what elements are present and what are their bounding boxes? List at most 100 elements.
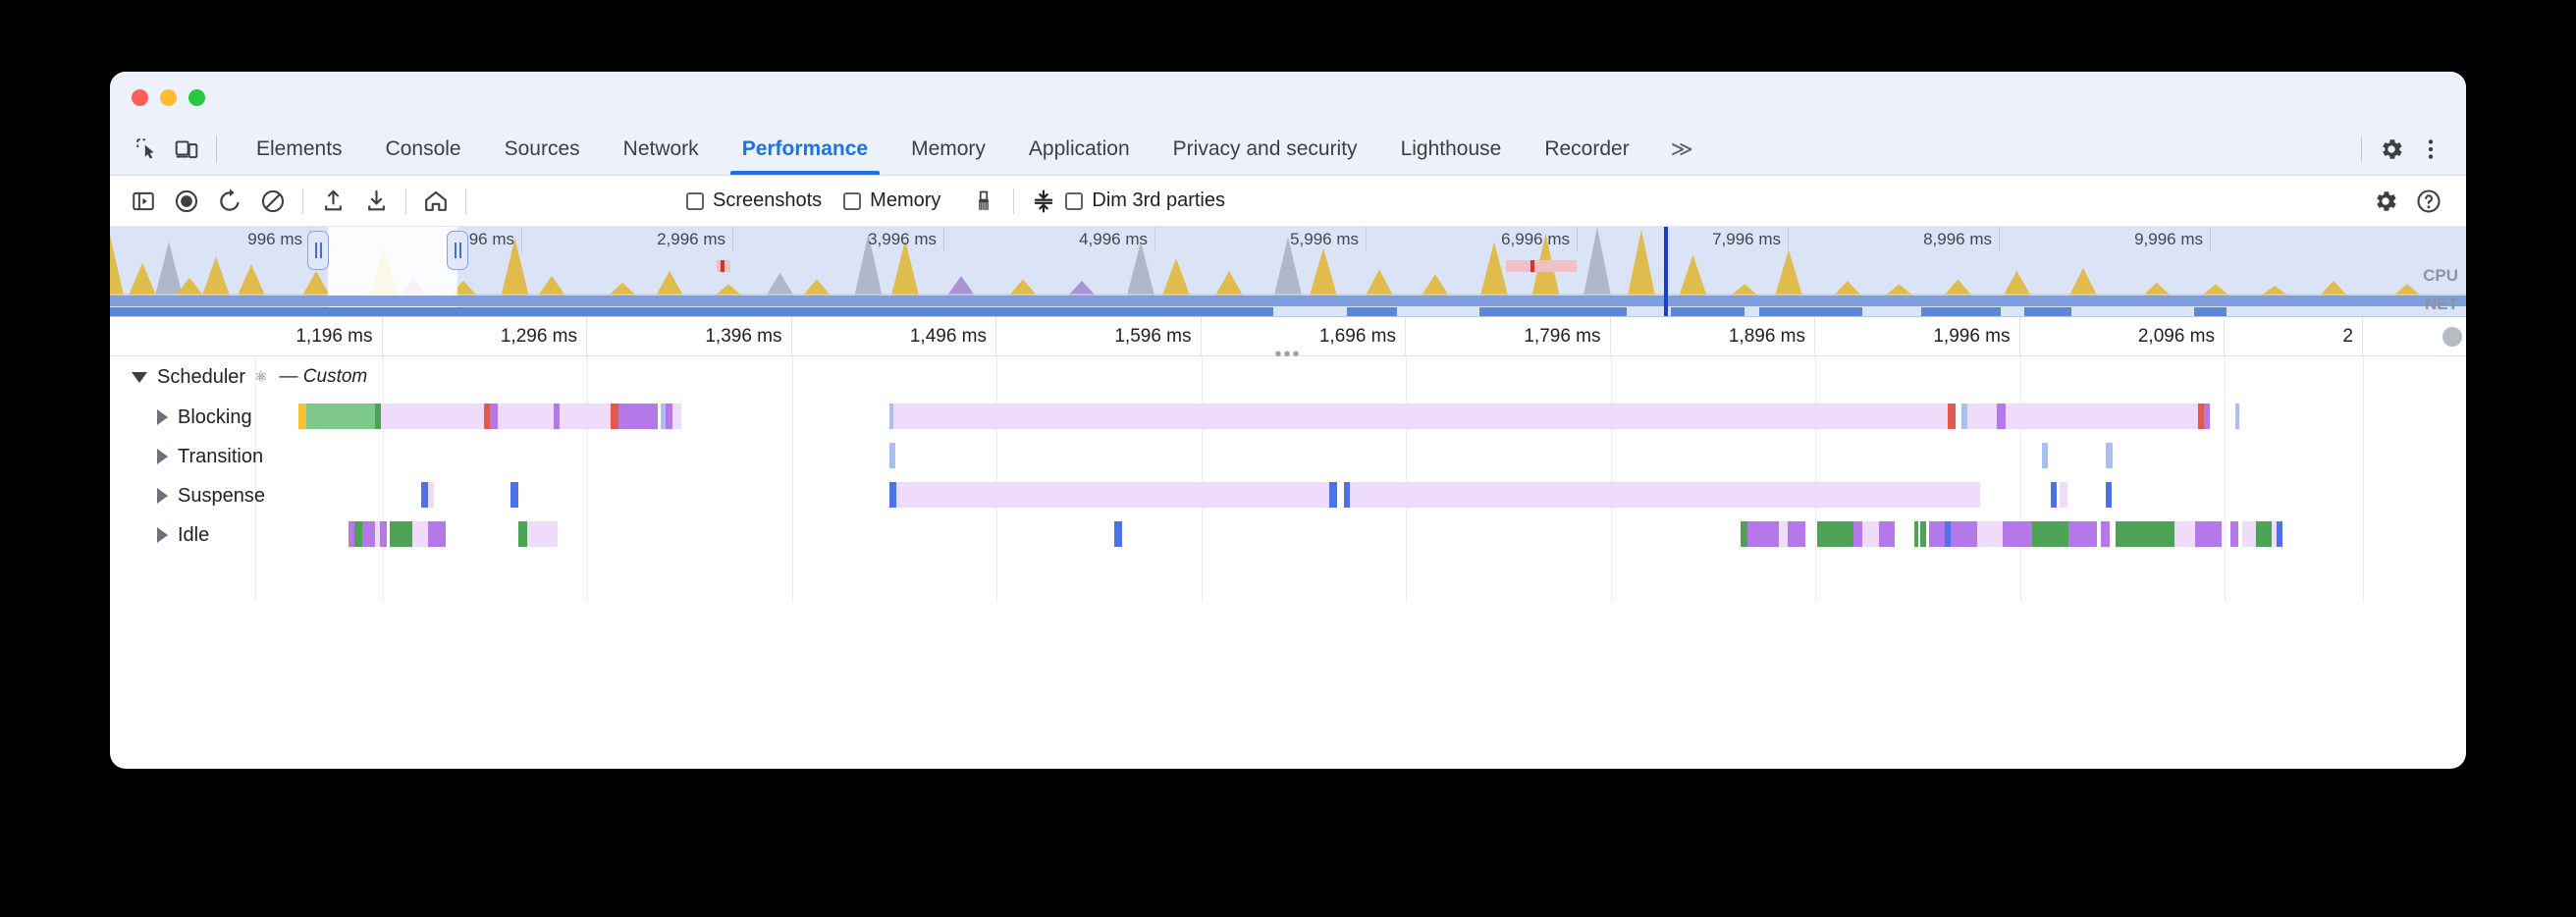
- overview-event-marker[interactable]: [1506, 260, 1577, 272]
- idle-event[interactable]: [411, 521, 428, 547]
- network-request-block[interactable]: [110, 307, 1273, 316]
- brush-icon[interactable]: [962, 182, 1005, 221]
- kebab-menu-icon[interactable]: [2411, 130, 2450, 169]
- idle-event[interactable]: [1878, 521, 1895, 547]
- record-circle-icon[interactable]: [165, 182, 208, 221]
- blocking-event[interactable]: [490, 404, 498, 429]
- blocking-event[interactable]: [2005, 404, 2198, 429]
- screenshots-checkbox[interactable]: Screenshots: [686, 189, 822, 212]
- dim-3rd-parties-checkbox-box[interactable]: [1065, 191, 1084, 210]
- network-request-block[interactable]: [1347, 307, 1397, 316]
- idle-event[interactable]: [1913, 521, 1918, 547]
- tab-memory[interactable]: Memory: [911, 136, 986, 160]
- idle-event[interactable]: [2116, 521, 2174, 547]
- idle-event[interactable]: [361, 521, 375, 547]
- overview-left-handle[interactable]: [307, 231, 329, 270]
- screenshots-checkbox-box[interactable]: [686, 191, 704, 210]
- horizontal-scrollbar-thumb[interactable]: [2442, 327, 2462, 347]
- transition-event[interactable]: [888, 443, 895, 468]
- tab-application[interactable]: Application: [1028, 136, 1130, 160]
- gear-icon[interactable]: [2364, 182, 2407, 221]
- idle-event[interactable]: [1951, 521, 1977, 547]
- blocking-event[interactable]: [553, 404, 560, 429]
- idle-event[interactable]: [1928, 521, 1945, 547]
- dim-3rd-parties-checkbox[interactable]: Dim 3rd parties: [1065, 189, 1225, 212]
- idle-event[interactable]: [1977, 521, 2003, 547]
- idle-event[interactable]: [2031, 521, 2068, 547]
- network-request-block[interactable]: [2024, 307, 2071, 316]
- idle-event[interactable]: [379, 521, 387, 547]
- blocking-event[interactable]: [1966, 404, 1997, 429]
- sidebar-item-idle[interactable]: Idle: [110, 515, 209, 555]
- idle-event[interactable]: [1919, 521, 1926, 547]
- idle-event[interactable]: [2002, 521, 2032, 547]
- network-request-block[interactable]: [2193, 307, 2227, 316]
- idle-event[interactable]: [2101, 521, 2110, 547]
- idle-event[interactable]: [375, 521, 380, 547]
- idle-event[interactable]: [2174, 521, 2195, 547]
- sidebar-item-suspense[interactable]: Suspense: [110, 476, 265, 515]
- blocking-event[interactable]: [661, 404, 666, 429]
- inspect-element-icon[interactable]: [128, 130, 167, 169]
- network-request-block[interactable]: [1921, 307, 2001, 316]
- suspense-event[interactable]: [428, 482, 434, 508]
- track-row-idle[interactable]: Idle: [110, 515, 2466, 555]
- idle-event[interactable]: [517, 521, 527, 547]
- idle-event[interactable]: [2242, 521, 2256, 547]
- chevron-down-icon[interactable]: [132, 371, 147, 383]
- track-row-suspense[interactable]: Suspense: [110, 476, 2466, 515]
- suspense-event[interactable]: [420, 482, 428, 508]
- blocking-event[interactable]: [893, 404, 1948, 429]
- minimize-window-button[interactable]: [160, 88, 177, 106]
- idle-event[interactable]: [1747, 521, 1779, 547]
- tab-privacy-and-security[interactable]: Privacy and security: [1172, 136, 1358, 160]
- idle-event[interactable]: [1816, 521, 1853, 547]
- network-request-block[interactable]: [1479, 307, 1627, 316]
- idle-event[interactable]: [1740, 521, 1747, 547]
- reload-arrow-icon[interactable]: [208, 182, 251, 221]
- idle-event[interactable]: [2230, 521, 2238, 547]
- tab-recorder[interactable]: Recorder: [1544, 136, 1630, 160]
- idle-event[interactable]: [2068, 521, 2097, 547]
- track-row-transition[interactable]: Transition: [110, 437, 2466, 476]
- chevron-right-icon[interactable]: [157, 449, 168, 464]
- idle-event[interactable]: [1853, 521, 1862, 547]
- device-toolbar-icon[interactable]: [167, 130, 206, 169]
- download-arrow-icon[interactable]: [354, 182, 398, 221]
- blocking-event[interactable]: [484, 404, 490, 429]
- network-request-block[interactable]: [1671, 307, 1744, 316]
- idle-event[interactable]: [2276, 521, 2282, 547]
- tab-sources[interactable]: Sources: [504, 136, 580, 160]
- idle-event[interactable]: [2195, 521, 2222, 547]
- gear-icon[interactable]: [2372, 130, 2411, 169]
- collapse-arrows-icon[interactable]: [1022, 182, 1065, 221]
- idle-event[interactable]: [349, 521, 354, 547]
- chevron-right-icon[interactable]: [157, 409, 168, 425]
- blocking-event[interactable]: [381, 404, 484, 429]
- blocking-event[interactable]: [665, 404, 672, 429]
- overview-right-handle[interactable]: [447, 231, 468, 270]
- flame-chart-tracks[interactable]: Scheduler ⚛ — Custom Blocking Transition: [110, 356, 2466, 661]
- suspense-event[interactable]: [896, 482, 1329, 508]
- suspense-event[interactable]: [2051, 482, 2057, 508]
- upload-arrow-icon[interactable]: [311, 182, 354, 221]
- suspense-event[interactable]: [888, 482, 896, 508]
- track-group-scheduler[interactable]: Scheduler ⚛ — Custom: [110, 356, 2466, 398]
- tab-console[interactable]: Console: [385, 136, 461, 160]
- help-icon[interactable]: [2407, 182, 2450, 221]
- sidebar-panel-icon[interactable]: [122, 182, 165, 221]
- no-entry-icon[interactable]: [251, 182, 295, 221]
- idle-event[interactable]: [1787, 521, 1805, 547]
- blocking-event[interactable]: [298, 404, 306, 429]
- suspense-event[interactable]: [510, 482, 518, 508]
- idle-event[interactable]: [2272, 521, 2277, 547]
- blocking-event[interactable]: [1960, 404, 1967, 429]
- transition-event[interactable]: [2105, 443, 2113, 468]
- tab-network[interactable]: Network: [622, 136, 699, 160]
- blocking-event[interactable]: [611, 404, 618, 429]
- blocking-event[interactable]: [2234, 404, 2239, 429]
- sidebar-item-blocking[interactable]: Blocking: [110, 398, 252, 437]
- network-request-block[interactable]: [1759, 307, 1862, 316]
- suspense-event[interactable]: [2060, 482, 2067, 508]
